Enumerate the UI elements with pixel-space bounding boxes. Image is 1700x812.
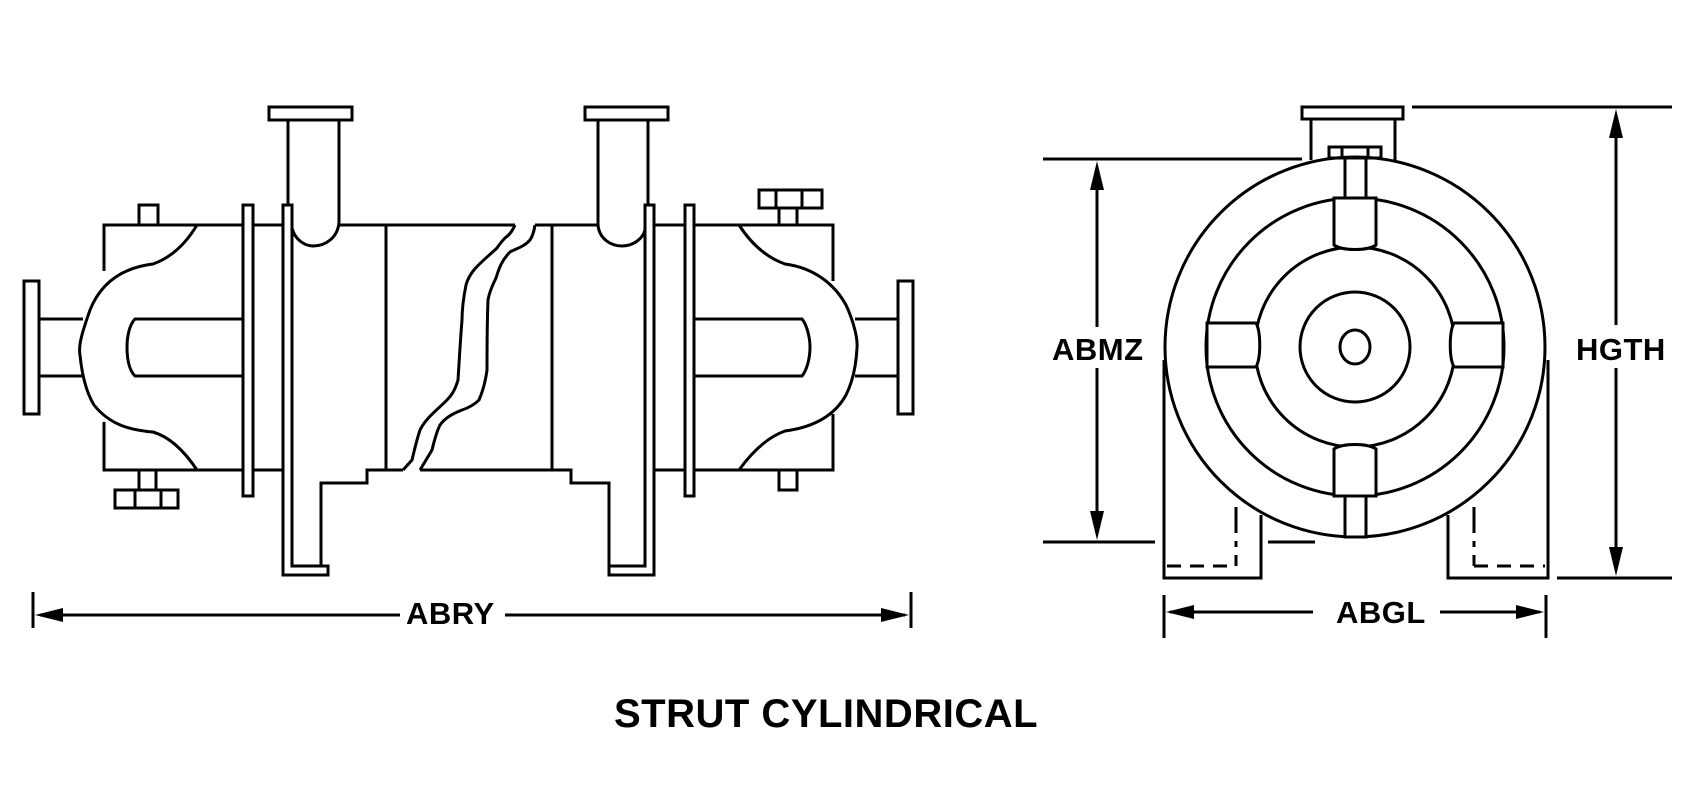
abgl-label: ABGL <box>1334 595 1428 630</box>
left-end-flange <box>22 279 83 416</box>
left-foot <box>1162 360 1263 580</box>
left-head <box>78 203 243 510</box>
left-nozzle-flange <box>267 105 354 122</box>
spoke-top-outer <box>1343 156 1368 200</box>
left-top-boss <box>137 203 160 227</box>
left-bottom-tee-handle <box>113 468 180 510</box>
left-head-top-edge <box>102 223 243 271</box>
right-inner-tube <box>694 317 812 378</box>
abmz-label: ABMZ <box>1050 332 1146 367</box>
inner-ring-circle <box>1253 245 1457 449</box>
end-view <box>1043 105 1672 638</box>
end-nozzle-flange <box>1300 105 1405 121</box>
spoke-left <box>1205 321 1262 369</box>
right-head <box>694 188 859 492</box>
hgth-arrow-bottom <box>1609 547 1623 576</box>
end-top-nozzle <box>1300 105 1405 160</box>
left-support-plate <box>281 203 330 577</box>
abry-arrow-left <box>35 608 63 622</box>
right-nozzle-flange <box>583 105 670 122</box>
spoke-right <box>1448 321 1505 369</box>
abmz-arrow-top <box>1090 161 1104 190</box>
break-line-left <box>401 224 517 472</box>
abgl-arrow-left <box>1166 605 1194 619</box>
spoke-bottom-outer <box>1343 494 1368 539</box>
dimension-abgl <box>1162 595 1548 638</box>
support-feet <box>1162 360 1550 580</box>
right-head-cutaway-curve <box>737 224 859 471</box>
hgth-label: HGTH <box>1574 332 1668 367</box>
left-tube-sheet-plate <box>241 203 255 498</box>
dimension-abmz <box>1043 157 1315 544</box>
dimension-abry <box>31 592 913 628</box>
left-head-cutaway-curve <box>78 224 199 471</box>
right-support-plate <box>607 203 656 577</box>
center-bore <box>1338 328 1372 366</box>
right-tube-sheet-plate <box>683 203 696 498</box>
left-support-leg <box>319 468 403 566</box>
spokes <box>1205 156 1505 539</box>
abmz-arrow-bottom <box>1090 511 1104 540</box>
left-flange-plate <box>22 279 41 416</box>
break-line-right <box>418 224 537 471</box>
hub-circle <box>1298 290 1412 404</box>
right-flange-plate <box>896 279 915 416</box>
hgth-arrow-top <box>1609 109 1623 138</box>
abry-arrow-right <box>881 608 909 622</box>
right-support-leg <box>420 468 611 566</box>
right-end-flange <box>855 279 915 416</box>
abry-label: ABRY <box>404 596 497 631</box>
spoke-top <box>1332 196 1378 251</box>
abgl-arrow-right <box>1516 605 1544 619</box>
left-top-nozzle <box>267 105 354 248</box>
spoke-bottom <box>1332 443 1378 498</box>
right-top-tee-handle <box>757 188 824 227</box>
side-view <box>22 105 915 628</box>
left-head-bottom-edge <box>102 422 243 472</box>
diagram-title: STRUT CYLINDRICAL <box>614 692 1039 736</box>
right-foot <box>1446 360 1550 580</box>
dimension-hgth <box>1412 105 1672 580</box>
right-top-nozzle <box>583 105 670 248</box>
right-bottom-boss <box>777 468 799 492</box>
left-inner-tube <box>125 317 243 378</box>
